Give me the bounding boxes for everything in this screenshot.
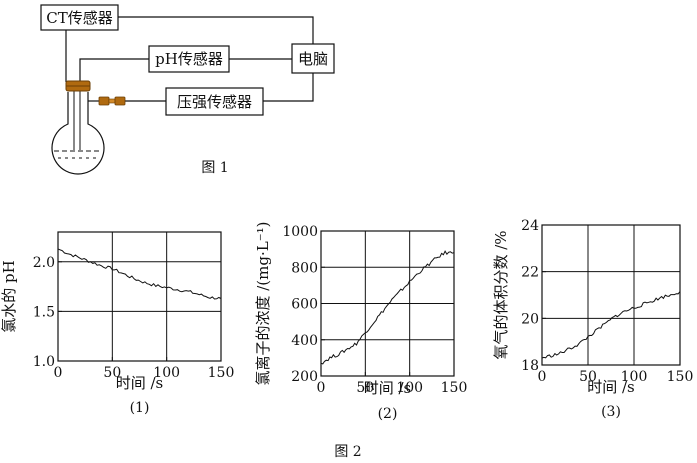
y-tick-label: 800 (291, 260, 318, 276)
round-bottom-flask (51, 92, 105, 175)
x-axis-label: 时间 /s (587, 378, 635, 396)
pressure-sensor-box (165, 87, 264, 116)
series-line (541, 291, 681, 359)
side-connector-left (98, 96, 110, 106)
x-tick-label: 150 (208, 365, 235, 381)
y-axis-label: 氧气的体积分数 /% (492, 230, 510, 359)
y-tick-label: 200 (291, 369, 318, 385)
y-tick-label: 1.5 (33, 304, 55, 320)
plot-frame (57, 231, 222, 362)
chart-oxygen-fraction: 0 50 100 150 18 20 22 24 时间 /s 氧气的体积分数 /% (3) (492, 218, 693, 420)
series-line (320, 250, 455, 365)
y-tick-label: 2.0 (33, 255, 55, 271)
side-connector-middle (108, 98, 116, 104)
y-tick-label: 1.0 (33, 354, 55, 370)
figure-1-caption: 图 1 (201, 160, 228, 176)
y-tick-label: 1000 (282, 224, 318, 240)
y-axis-label: 氯水的 pH (0, 260, 18, 332)
y-tick-label: 400 (291, 333, 318, 349)
apparatus-diagram: CT传感器 pH传感器 电脑 压强传感器 图 1 (40, 4, 335, 176)
ph-sensor-label: pH传感器 (155, 50, 223, 68)
ph-sensor-box (148, 45, 230, 73)
series-line (57, 248, 222, 300)
wire-ph-to-flask (79, 58, 149, 82)
x-tick-label: 100 (396, 380, 423, 396)
y-tick-label: 22 (521, 265, 539, 281)
x-tick-label: 0 (317, 380, 326, 396)
x-axis-label: 时间 /s (116, 374, 164, 392)
x-tick-label: 100 (621, 369, 648, 385)
figure-2-caption: 图 2 (334, 444, 361, 460)
ct-sensor-box (40, 4, 119, 31)
wire-computer-to-pressure (263, 73, 314, 102)
y-tick-label: 18 (521, 358, 539, 374)
panel-label: (1) (130, 400, 150, 416)
x-tick-label: 100 (153, 365, 180, 381)
x-tick-label: 150 (667, 369, 694, 385)
computer-box (291, 43, 335, 74)
plot-frame (541, 224, 681, 366)
panel-label: (3) (601, 404, 621, 420)
pressure-sensor-label: 压强传感器 (177, 93, 252, 111)
y-axis-label: 氯离子的浓度 /(mg·L⁻¹) (254, 221, 272, 385)
wire-ct-to-computer (118, 16, 314, 44)
side-connector-right (114, 96, 126, 106)
x-axis-label: 时间 /s (364, 379, 412, 397)
x-tick-label: 50 (579, 369, 597, 385)
chart-chloride-concentration: 0 50 100 150 200 400 600 800 1000 时间 /s 氯离子的浓度 /(m… (254, 221, 467, 422)
ct-sensor-label: CT传感器 (46, 9, 112, 27)
y-tick-label: 600 (291, 297, 318, 313)
x-tick-label: 0 (538, 369, 547, 385)
y-tick-label: 20 (521, 311, 539, 327)
panel-label: (2) (378, 406, 398, 422)
x-tick-label: 0 (54, 365, 63, 381)
x-tick-label: 50 (103, 365, 121, 381)
x-tick-label: 50 (356, 380, 374, 396)
y-tick-label: 24 (521, 218, 539, 234)
x-tick-label: 150 (441, 380, 468, 396)
chart-ph: 0 50 100 150 1.0 1.5 2.0 时间 /s 氯水的 pH (1) (0, 231, 235, 416)
computer-label: 电脑 (298, 50, 328, 68)
